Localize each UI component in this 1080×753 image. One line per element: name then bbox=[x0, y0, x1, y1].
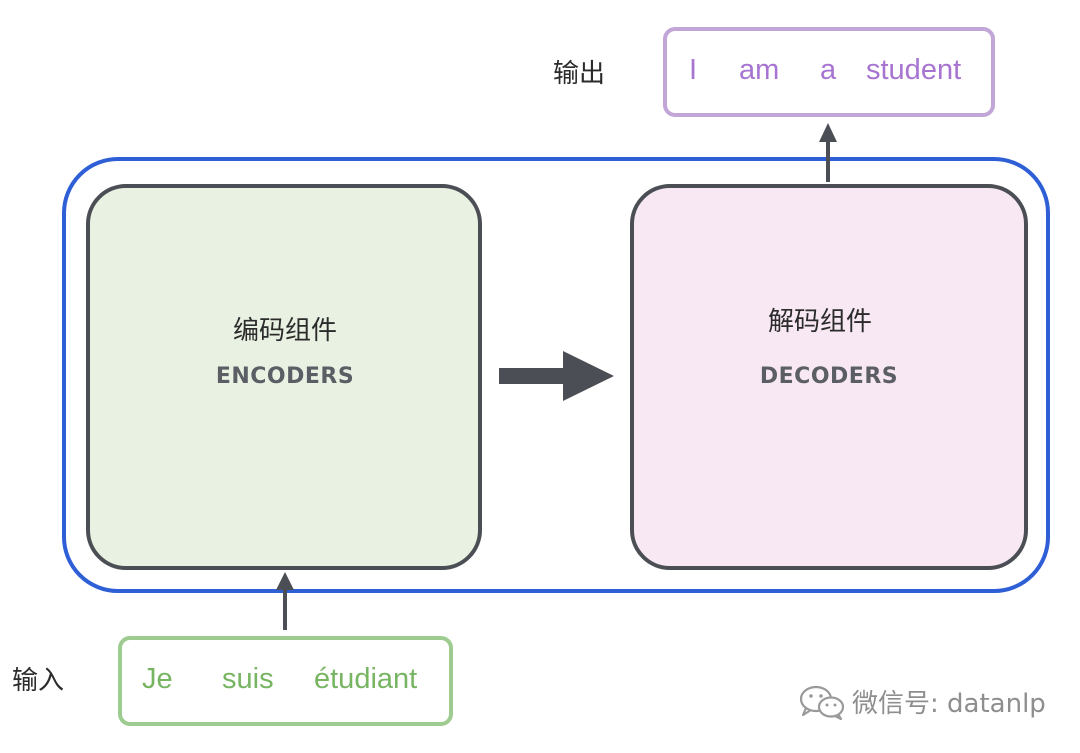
output-token: student bbox=[866, 54, 962, 86]
input-token: Je bbox=[142, 663, 173, 695]
encoder-label-en: ENCODERS bbox=[215, 364, 355, 389]
watermark: 微信号: datanlp bbox=[798, 683, 1046, 720]
decoder-to-output-arrow bbox=[819, 123, 837, 182]
input-token-box bbox=[118, 636, 453, 726]
output-token: I bbox=[689, 54, 698, 86]
input-token: étudiant bbox=[314, 663, 418, 695]
encoder-to-decoder-arrow bbox=[499, 351, 614, 401]
decoder-label-en: DECODERS bbox=[759, 364, 899, 389]
wechat-icon bbox=[799, 685, 845, 720]
encoder-block bbox=[86, 184, 482, 570]
output-token-box bbox=[663, 27, 995, 117]
input-label: 输入 bbox=[12, 666, 65, 696]
decoder-label-cn: 解码组件 bbox=[767, 307, 872, 337]
decoder-block bbox=[630, 184, 1028, 570]
transformer-frame bbox=[62, 157, 1050, 593]
encoder-label-cn: 编码组件 bbox=[232, 316, 337, 346]
input-to-encoder-arrow bbox=[276, 572, 294, 630]
output-token: am bbox=[739, 54, 780, 86]
output-label: 输出 bbox=[553, 59, 606, 89]
output-token: a bbox=[820, 54, 837, 86]
input-token: suis bbox=[222, 663, 274, 695]
watermark-text: 微信号: datanlp bbox=[852, 689, 1046, 719]
